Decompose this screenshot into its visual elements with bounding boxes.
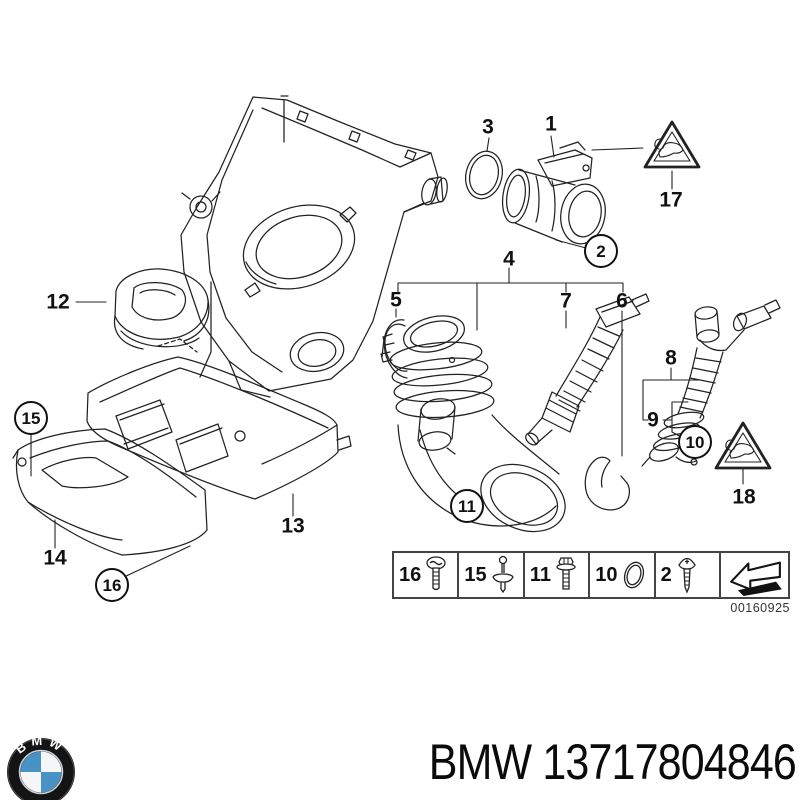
callout-leader-lines [30,135,744,578]
callout-16: 16 [95,568,129,602]
fastener-number: 10 [595,563,618,586]
callout-15: 15 [14,401,48,435]
callout-11: 11 [450,489,484,523]
maf-sensor-drawing [501,141,606,313]
callout-8: 8 [665,346,677,370]
callout-14: 14 [43,546,67,570]
callout-2: 2 [584,234,618,268]
intake-snorkel-drawing [113,268,212,378]
fastener-cell-10: 10 [590,553,656,597]
fastener-legend-table: 16 15 11 [392,551,790,599]
flat-head-screw-icon [426,556,446,591]
part-number-label: BMW 13717804846 [428,734,797,790]
callout-3: 3 [482,115,494,139]
fastener-cell-16: 16 [394,553,460,597]
expanding-rivet-icon [491,555,514,594]
exploded-parts-drawing [12,95,781,578]
rodent-warning-icon [643,120,701,169]
fastener-cell-arrow [721,553,788,597]
direction-arrow-icon [730,561,782,596]
callout-9: 9 [647,408,659,432]
image-code: 00160925 [730,601,790,615]
callout-18: 18 [732,485,756,509]
rodent-warning-icon [714,421,772,470]
fastener-cell-15: 15 [459,553,525,597]
fastener-cell-11: 11 [525,553,591,597]
retaining-clip-drawing [584,456,631,511]
air-filter-housing-drawing [157,95,448,398]
fastener-number: 16 [399,563,422,586]
hex-flange-bolt-icon [556,557,576,590]
pan-head-screw-icon [678,557,696,594]
callout-12: 12 [46,290,70,314]
callout-17: 17 [659,188,683,212]
callout-5: 5 [390,288,402,312]
callout-7: 7 [560,289,572,313]
callout-10: 10 [678,425,712,459]
fastener-number: 2 [660,563,672,586]
callout-1: 1 [545,112,557,136]
fastener-number: 11 [529,563,551,586]
fastener-cell-2: 2 [656,553,722,597]
o-ring-drawing [464,150,504,200]
callout-13: 13 [281,514,305,538]
hose-clamp-drawing [380,319,408,379]
callout-6: 6 [616,289,628,313]
vent-hose-drawing [525,293,650,446]
o-ring-icon [624,561,645,589]
bmw-roundel-logo: BMW [6,738,76,800]
fastener-number: 15 [464,563,487,586]
callout-4: 4 [503,247,515,271]
lower-air-duct-drawing [12,428,208,556]
